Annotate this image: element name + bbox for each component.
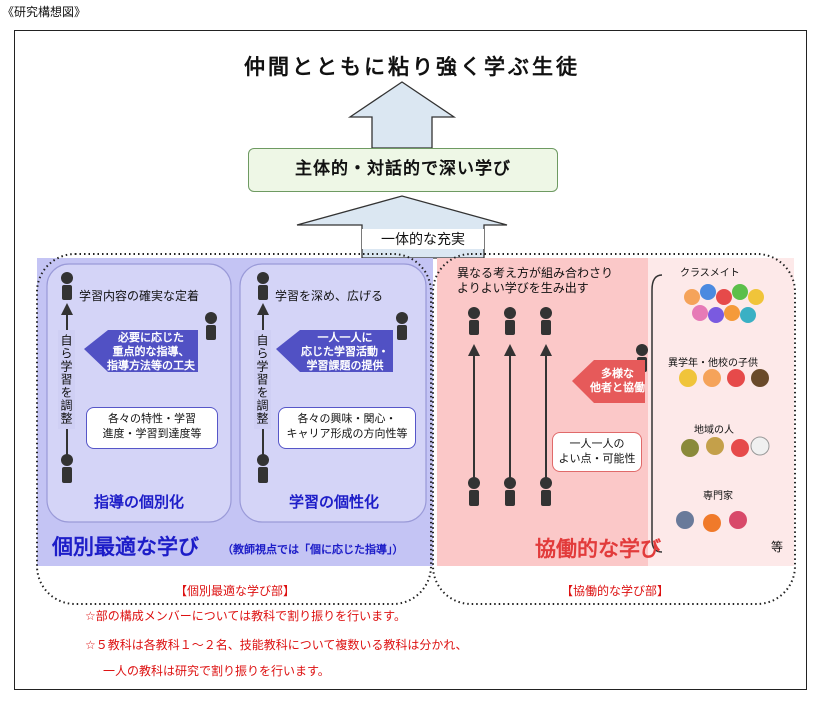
col2-top-label: 学習を深め、広げる <box>275 289 384 303</box>
figure-caption: 《研究構想図》 <box>2 5 87 19</box>
right-top-label: 異なる考え方が組み合わさり よりよい学びを生み出す <box>457 266 614 295</box>
upper-arrow <box>347 81 457 149</box>
group-other-students: 異学年・他校の子供 <box>668 358 758 369</box>
col1-panel <box>46 263 232 523</box>
group-etc: 等 <box>771 540 784 554</box>
group-classmates: クラスメイト <box>680 268 740 279</box>
right-dept-label: 【協働的な学び部】 <box>560 584 669 598</box>
col2-pointer <box>276 330 393 372</box>
experts-illustration <box>676 511 747 532</box>
group-local-people: 地域の人 <box>694 425 734 436</box>
left-title-note: （教師視点では「個に応じた指導」） <box>222 543 404 556</box>
col2-panel <box>239 263 427 523</box>
col2-bottom-label: 学習の個性化 <box>289 493 380 511</box>
col2-vertical-label: 自ら学習を調整 <box>254 330 271 429</box>
col1-bubble: 各々の特性・学習 進度・学習到達度等 <box>86 407 218 449</box>
left-dept-label: 【個別最適な学び部】 <box>174 584 295 598</box>
col1-top-label: 学習内容の確実な定着 <box>79 289 200 303</box>
other-students-illustration <box>679 369 769 387</box>
right-dotted-outline <box>432 253 796 605</box>
col1-vertical-label: 自ら学習を調整 <box>58 330 75 429</box>
main-learning-box: 主体的・対話的で深い学び <box>248 148 558 192</box>
integration-label: 一体的な充実 <box>362 229 484 249</box>
left-title: 個別最適な学び <box>52 535 199 559</box>
goal-title: 仲間とともに粘り強く学ぶ生徒 <box>244 55 580 79</box>
diagram-frame <box>14 30 807 690</box>
left-dotted-outline <box>36 253 432 605</box>
classmates-illustration <box>684 284 764 323</box>
col1-bottom-label: 指導の個別化 <box>94 493 185 511</box>
col1-pointer <box>84 330 198 372</box>
local-people-illustration <box>681 436 770 457</box>
note-3: 一人の教科は研究で割り振りを行います。 <box>103 664 330 678</box>
right-pointer <box>572 360 645 403</box>
right-bubble: 一人一人の よい点・可能性 <box>552 432 642 472</box>
note-2: ☆５教科は各教科１～２名、技能教科について複数いる教科は分かれ、 <box>85 638 468 652</box>
col1-pointer-text: 必要に応じた 重点的な指導、 指導方法等の工夫 <box>107 331 195 372</box>
col2-pointer-text: 一人一人に 応じた学習活動・ 学習課題の提供 <box>301 331 389 372</box>
right-title: 協働的な学び <box>535 537 661 561</box>
right-pointer-text: 多様な 他者と協働 <box>590 367 645 394</box>
note-1: ☆部の構成メンバーについては教科で割り振りを行います。 <box>85 609 406 623</box>
group-experts: 専門家 <box>703 491 733 502</box>
col2-bubble: 各々の興味・関心・ キャリア形成の方向性等 <box>278 407 416 449</box>
